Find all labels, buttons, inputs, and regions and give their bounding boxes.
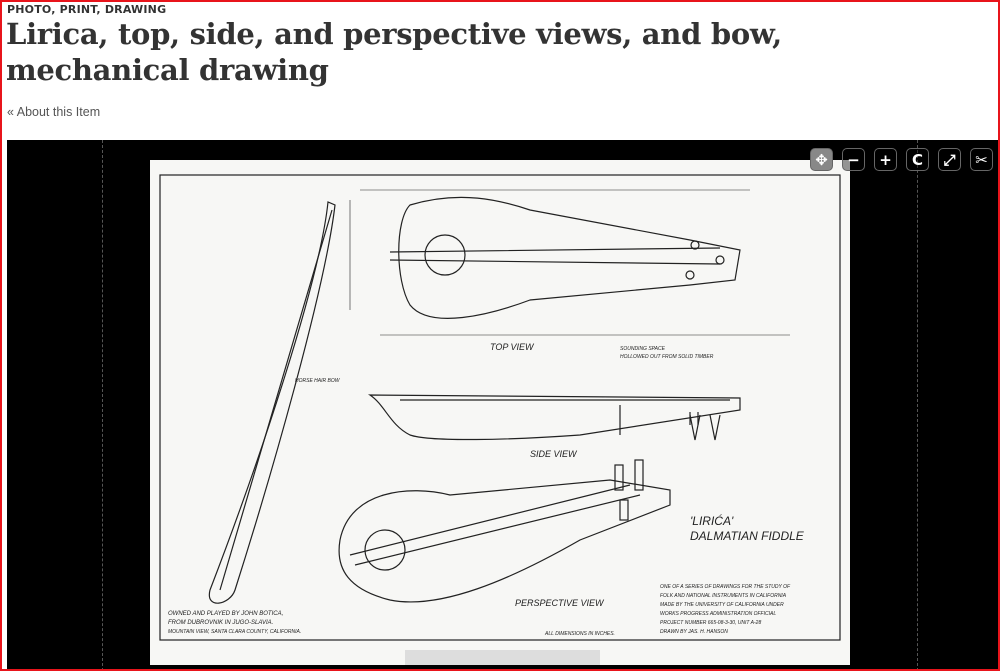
- expand-icon: ⤢: [943, 150, 956, 169]
- top-view-label: TOP VIEW: [490, 342, 535, 352]
- credit-line: MADE BY THE UNIVERSITY OF CALIFORNIA UND…: [660, 602, 784, 608]
- owner-line: MOUNTAIN VIEW, SANTA CLARA COUNTY, CALIF…: [168, 629, 301, 635]
- horse-hair-note: HORSE HAIR BOW: [295, 378, 341, 384]
- format-label: PHOTO, PRINT, DRAWING: [7, 3, 167, 16]
- home-icon: ✥: [815, 150, 828, 169]
- dimensions-note: ALL DIMENSIONS IN INCHES.: [544, 631, 615, 637]
- zoom-out-button[interactable]: −: [842, 148, 865, 171]
- home-button[interactable]: ✥: [810, 148, 833, 171]
- drawing-title-1: 'LIRIĆA': [690, 513, 734, 528]
- plus-icon: +: [879, 150, 892, 169]
- perspective-view-label: PERSPECTIVE VIEW: [515, 598, 605, 608]
- credit-line: FOLK AND NATIONAL INSTRUMENTS IN CALIFOR…: [660, 593, 787, 599]
- page-divider: [917, 140, 918, 671]
- scissors-icon: ✂: [975, 150, 988, 169]
- drawing-title-2: DALMATIAN FIDDLE: [690, 529, 805, 543]
- crop-button[interactable]: ✂: [970, 148, 993, 171]
- credit-line: PROJECT NUMBER 665-08-3-30, UNIT A-28: [660, 620, 761, 626]
- page-title: Lirica, top, side, and perspective views…: [6, 17, 782, 87]
- rotate-button[interactable]: C: [906, 148, 929, 171]
- minus-icon: −: [847, 150, 860, 169]
- zoom-in-button[interactable]: +: [874, 148, 897, 171]
- credit-line: WORKS PROGRESS ADMINISTRATION OFFICIAL: [660, 611, 776, 617]
- image-viewer[interactable]: TOP VIEW SIDE VIEW PERSPECTIVE VIEW 'LIR…: [7, 140, 1000, 671]
- sounding-space-note: SOUNDING SPACE: [620, 346, 666, 352]
- ruler: [405, 650, 600, 665]
- about-item-link[interactable]: « About this Item: [7, 105, 101, 119]
- page-divider: [102, 140, 103, 671]
- owner-line: FROM DUBROVNIK IN JUGO-SLAVIA.: [168, 620, 273, 626]
- credit-line: ONE OF A SERIES OF DRAWINGS FOR THE STUD…: [660, 584, 791, 590]
- credit-line: DRAWN BY JAS. H. HANSON: [660, 629, 728, 635]
- fullscreen-button[interactable]: ⤢: [938, 148, 961, 171]
- owner-line: OWNED AND PLAYED BY JOHN BOTICA,: [168, 611, 283, 617]
- drawing-image: TOP VIEW SIDE VIEW PERSPECTIVE VIEW 'LIR…: [150, 160, 850, 665]
- hollowed-note: HOLLOWED OUT FROM SOLID TIMBER: [620, 354, 714, 360]
- viewer-toolbar: ✥ − + C ⤢ ✂: [810, 148, 993, 171]
- rotate-icon: C: [911, 150, 923, 169]
- side-view-label: SIDE VIEW: [530, 449, 578, 459]
